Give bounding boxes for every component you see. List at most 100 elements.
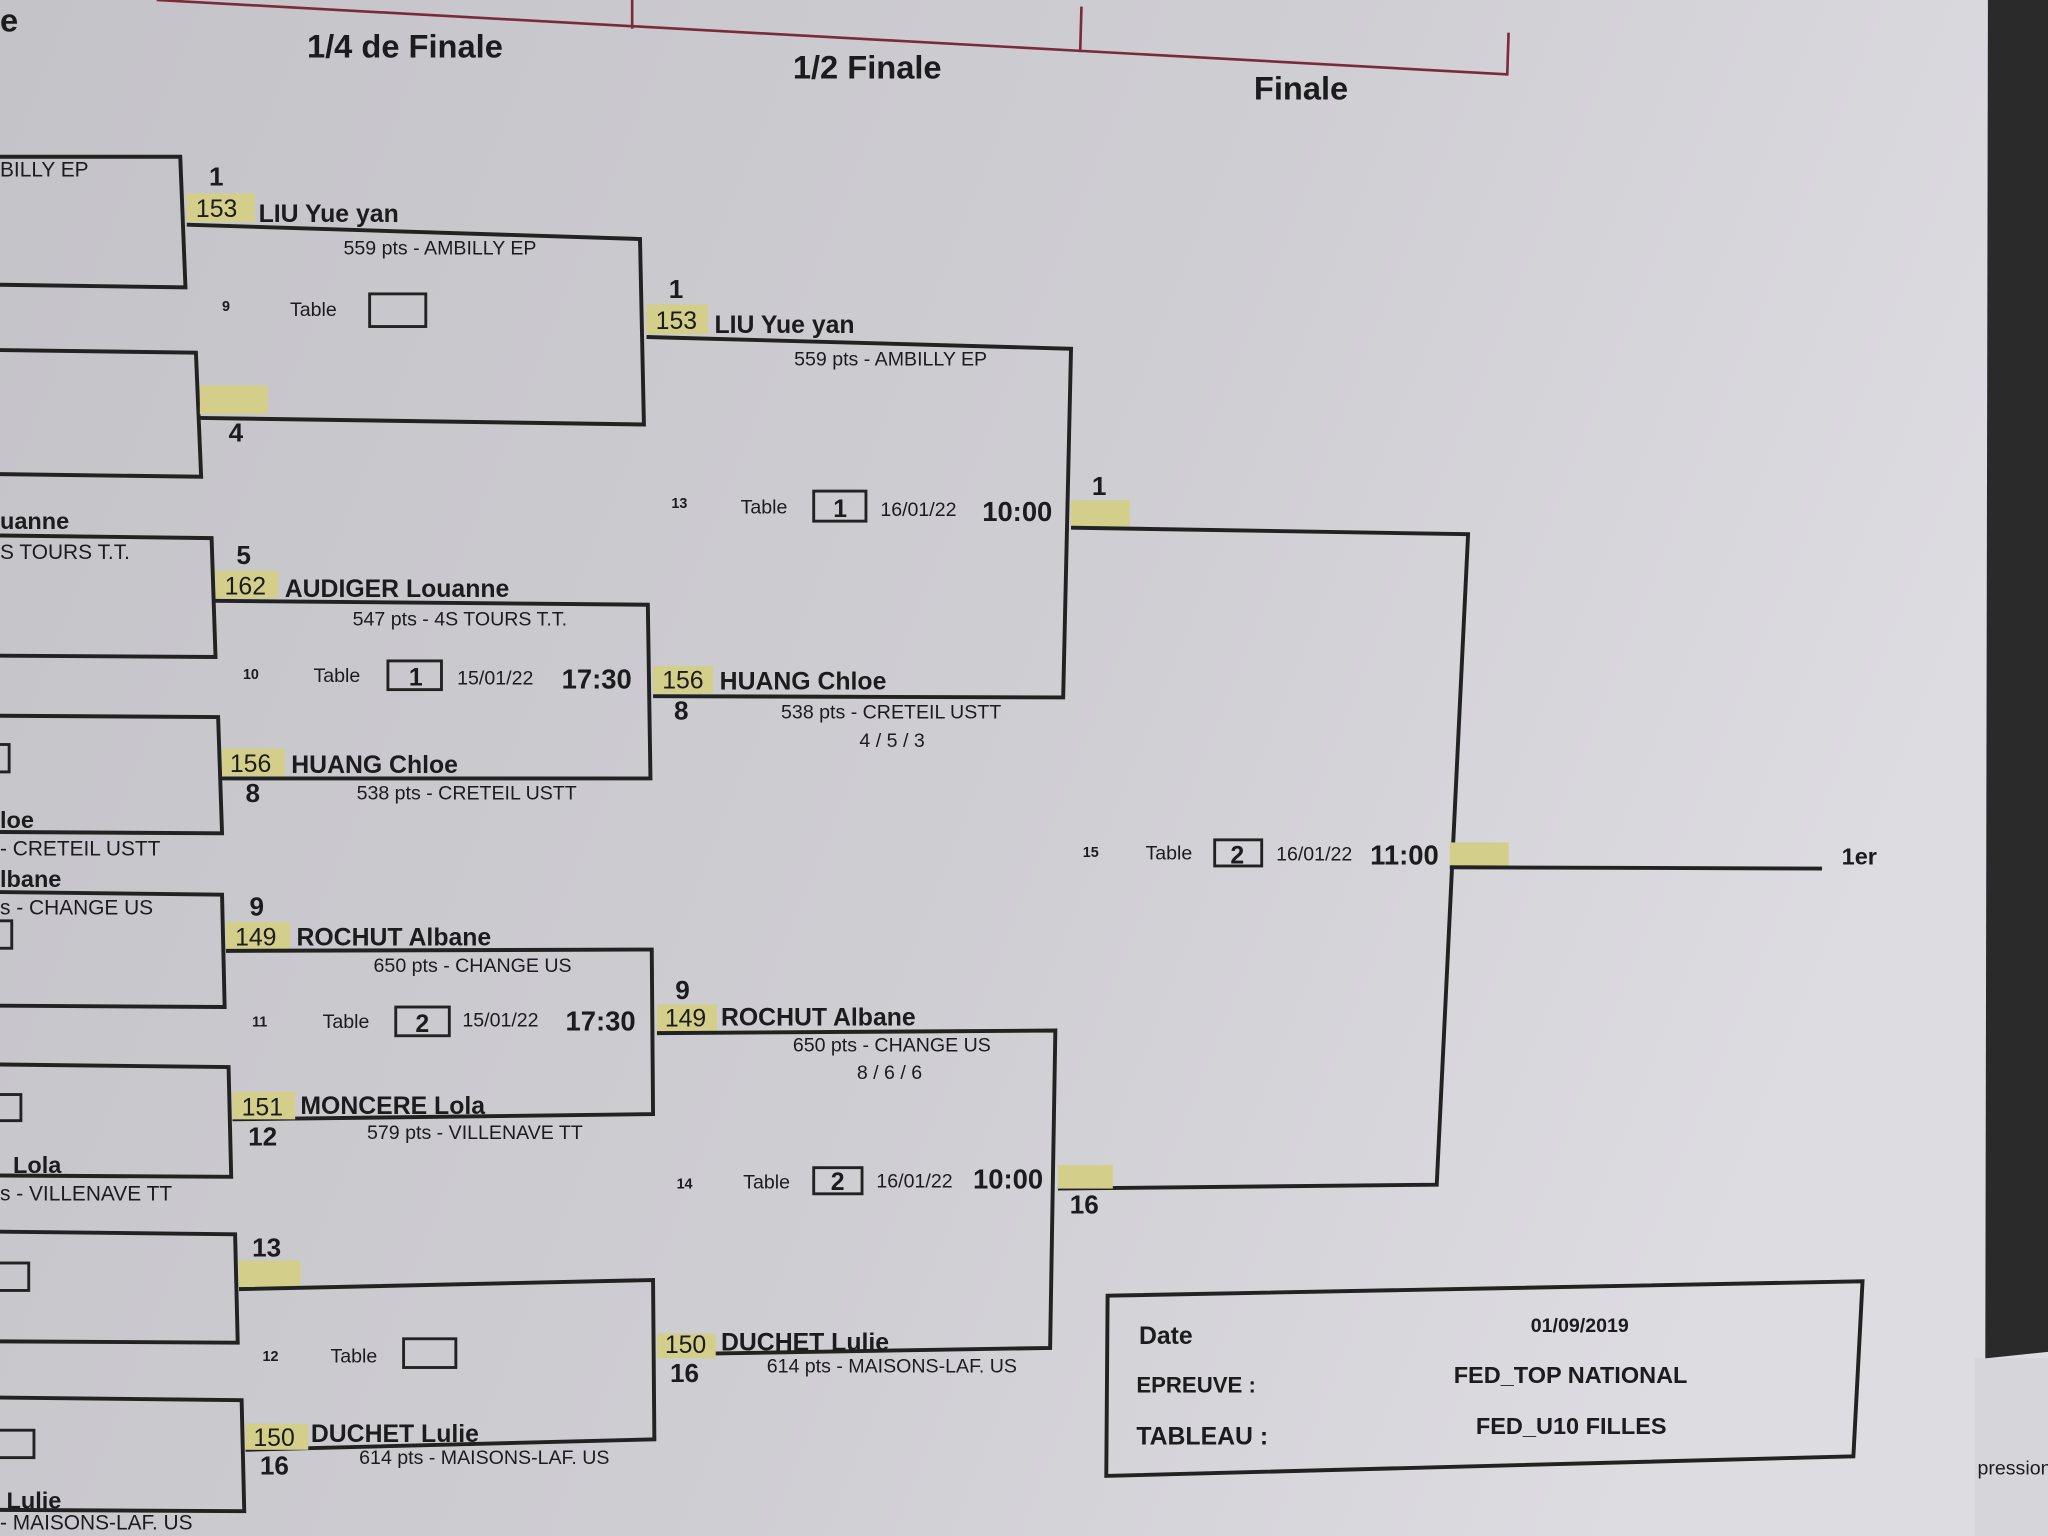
previous-round-column [0,154,247,1514]
header-semifinal: 1/2 Finale [793,48,942,85]
tableau-value: FED_U10 FILLES [1476,1413,1667,1439]
left-text: - CRETEIL USTT [0,838,161,861]
left-text: - MAISONS-LAF. US [0,1511,193,1534]
left-text: uanne [0,508,69,534]
player-info: 650 pts - CHANGE US [374,955,572,977]
quarterfinal-match-11 [225,922,656,1122]
player-info: 579 pts - VILLENAVE TT [367,1122,583,1144]
player-rank: 151 [242,1094,283,1121]
player-name: HUANG Chloe [720,669,887,696]
player-rank: 156 [662,667,703,694]
seed-number: 5 [236,540,251,570]
match-date: 15/01/22 [457,667,533,689]
seed-number: 13 [252,1232,281,1262]
match-score: 4 / 5 / 3 [859,730,924,752]
player-rank: 150 [665,1332,706,1359]
info-box [1104,1279,1865,1478]
player-rank: 150 [253,1425,294,1452]
seed-number: 16 [260,1451,289,1481]
player-info: 614 pts - MAISONS-LAF. US [767,1356,1017,1378]
player-name: LIU Yue yan [259,201,399,228]
seed-number: 1 [209,161,224,191]
semifinal-match-13 [646,304,1074,700]
date-label: Date [1139,1323,1193,1350]
player-name: ROCHUT Albane [296,925,491,952]
player-info: 559 pts - AMBILLY EP [344,238,537,260]
left-text: BILLY EP [0,158,89,181]
left-text: Lulie [7,1488,62,1514]
left-text: S TOURS T.T. [0,541,130,564]
header-quarterfinal: 1/4 de Finale [307,27,503,64]
player-name: MONCERE Lola [300,1093,485,1120]
table-label: Table [323,1011,370,1033]
table-number: 2 [415,1011,429,1038]
seed-number: 9 [249,892,264,922]
match-time: 17:30 [566,1006,636,1037]
tableau-label: TABLEAU : [1136,1424,1268,1451]
player-name: AUDIGER Louanne [285,576,510,603]
left-text: s - CHANGE US [0,896,153,919]
player-info: 538 pts - CRETEIL USTT [357,782,577,804]
match-time: 10:00 [973,1164,1043,1195]
player-rank: 149 [235,925,276,952]
header-partial: e [0,1,18,38]
player-rank: 162 [225,573,266,600]
quarterfinal-match-12 [238,1260,657,1452]
match-time: 11:00 [1370,840,1439,871]
header-final: Finale [1254,69,1348,106]
background-edge [1985,0,2048,1359]
seed-number: 16 [1070,1189,1099,1219]
player-info: 650 pts - CHANGE US [793,1034,991,1056]
match-date: 16/01/22 [1276,844,1352,866]
seed-number: 1 [669,274,684,304]
match-number: 12 [263,1349,279,1365]
table-number: 2 [1230,842,1244,869]
semifinal-match-14 [656,1004,1058,1359]
match-number: 11 [252,1015,267,1031]
quarterfinal-match-10 [215,570,653,781]
seed-number: 9 [675,975,690,1005]
quarterfinal-match-9 [186,193,646,427]
table-label: Table [743,1172,790,1194]
match-time: 10:00 [982,496,1052,527]
match-number: 14 [677,1177,693,1193]
date-value: 01/09/2019 [1531,1315,1629,1337]
table-number-box[interactable] [368,292,428,328]
player-rank: 153 [656,308,697,335]
table-label: Table [330,1345,377,1367]
player-name: ROCHUT Albane [721,1004,916,1031]
seed-number: 8 [674,696,689,726]
winner-label: 1er [1842,844,1877,870]
table-label: Table [290,299,337,321]
match-score: 8 / 6 / 6 [857,1062,922,1084]
player-name: LIU Yue yan [714,312,854,339]
table-label: Table [741,496,788,518]
match-number: 10 [243,667,259,683]
player-name: DUCHET Lulie [721,1330,889,1357]
match-number: 15 [1083,845,1099,861]
left-text: s - VILLENAVE TT [0,1182,172,1205]
seed-number: 8 [246,778,261,808]
table-number: 1 [833,496,847,523]
match-number: 9 [222,299,230,315]
seed-number: 16 [670,1358,699,1388]
seed-number: 1 [1092,471,1107,501]
match-date: 16/01/22 [876,1170,952,1192]
player-name: DUCHET Lulie [311,1421,479,1448]
epreuve-value: FED_TOP NATIONAL [1454,1362,1688,1388]
player-rank: 153 [196,196,237,223]
match-date: 16/01/22 [880,499,956,521]
player-info: 614 pts - MAISONS-LAF. US [359,1447,609,1469]
player-info: 538 pts - CRETEIL USTT [781,701,1001,723]
player-name: HUANG Chloe [291,752,458,779]
edge-text: pression [1977,1458,2048,1480]
table-number: 2 [831,1169,845,1196]
match-time: 17:30 [562,663,632,694]
player-rank: 156 [230,751,271,778]
left-text: loe [0,807,34,833]
final-match-15 [1057,500,1823,1191]
player-info: 559 pts - AMBILLY EP [794,349,987,371]
left-text: lbane [0,866,61,892]
table-label: Table [313,665,360,687]
